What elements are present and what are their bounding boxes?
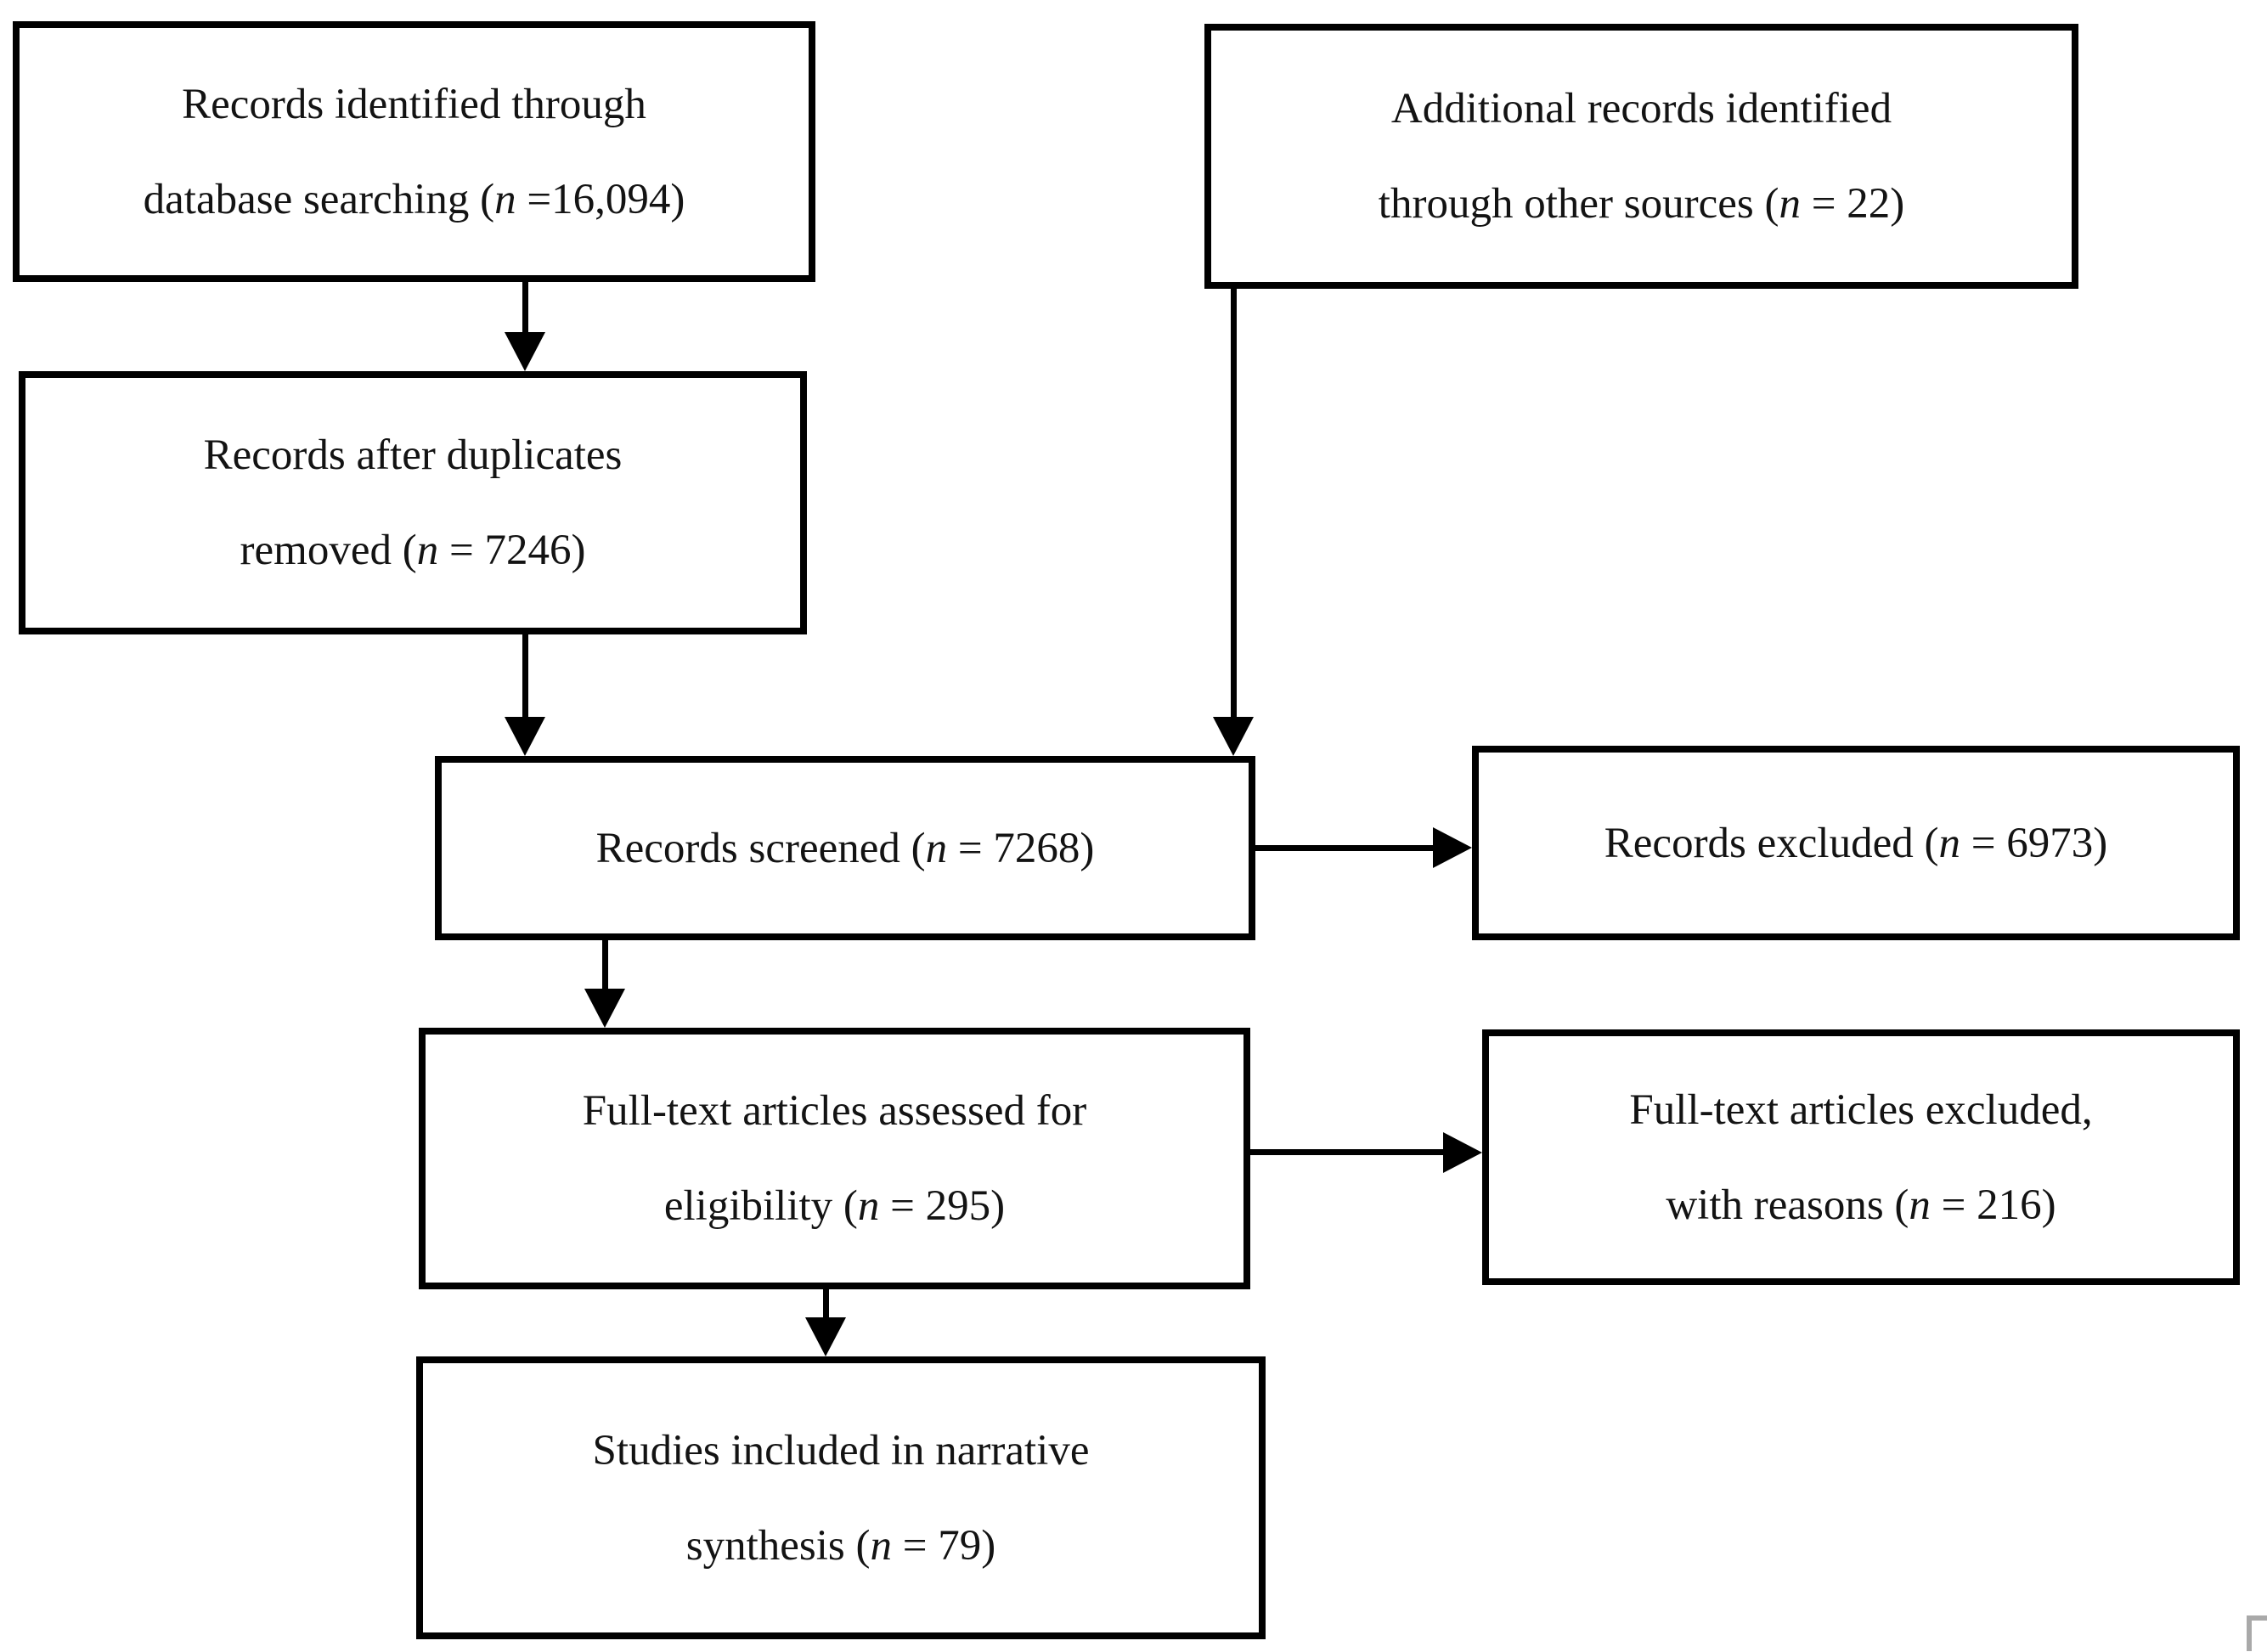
label-text-italic-n: n <box>1909 1181 1931 1229</box>
arrow-stem <box>1255 845 1435 851</box>
box-text-line: Full-text articles excluded, <box>1629 1063 2092 1158</box>
arrow-head <box>1213 717 1254 756</box>
label-text-italic-n: n <box>494 175 516 223</box>
flow-box-additional-records: Additional records identified through ot… <box>1204 24 2078 289</box>
label-text: = 216) <box>1930 1181 2056 1229</box>
crop-corner-mark <box>2247 1615 2267 1651</box>
box-text-line: through other sources (n = 22) <box>1379 156 1904 251</box>
label-text-italic-n: n <box>925 824 948 872</box>
label-text: synthesis ( <box>685 1521 871 1570</box>
box-text-line: eligibility (n = 295) <box>664 1159 1005 1254</box>
label-text: = 7246) <box>438 527 586 574</box>
label-text: = 7268) <box>947 824 1095 872</box>
box-text-line: Studies included in narrative <box>593 1403 1090 1498</box>
label-text: removed ( <box>240 527 417 574</box>
label-text-italic-n: n <box>1938 819 1960 867</box>
box-text-line: Full-text articles assessed for <box>583 1063 1086 1159</box>
arrow-head <box>1433 827 1472 868</box>
arrow-stem <box>823 1289 829 1322</box>
box-text-line: removed (n = 7246) <box>240 503 586 598</box>
label-text: through other sources ( <box>1378 180 1779 228</box>
arrow-stem <box>522 282 528 337</box>
box-text-line: synthesis (n = 79) <box>686 1498 996 1593</box>
label-text: with reasons ( <box>1666 1181 1909 1229</box>
label-text: Additional records identified <box>1390 85 1892 132</box>
flow-box-records-excluded: Records excluded (n = 6973) <box>1472 746 2240 940</box>
arrow-stem <box>1250 1149 1446 1155</box>
label-text-italic-n: n <box>857 1182 880 1230</box>
arrow-head <box>505 332 545 371</box>
label-text: eligibility ( <box>663 1182 858 1230</box>
label-text: = 79) <box>892 1521 996 1570</box>
flow-box-studies-included: Studies included in narrative synthesis … <box>416 1356 1266 1639</box>
arrow-head <box>1443 1132 1482 1173</box>
label-text: =16,094) <box>516 175 685 223</box>
box-text-line: with reasons (n = 216) <box>1666 1158 2056 1253</box>
label-text: Records screened ( <box>595 824 926 872</box>
flow-box-records-screened: Records screened (n = 7268) <box>435 756 1255 940</box>
label-text: Full-text articles assessed for <box>582 1087 1087 1135</box>
arrow-stem <box>522 634 528 721</box>
arrow-stem <box>602 940 608 993</box>
box-text-line: database searching (n =16,094) <box>144 152 685 247</box>
label-text: Records excluded ( <box>1604 819 1939 867</box>
box-text-line: Records screened (n = 7268) <box>596 801 1095 896</box>
flow-box-records-after-duplicates: Records after duplicates removed (n = 72… <box>19 371 807 634</box>
arrow-head <box>805 1317 846 1356</box>
label-text: Studies included in narrative <box>592 1426 1090 1474</box>
arrow-head <box>584 989 625 1028</box>
flow-box-fulltext-excluded: Full-text articles excluded, with reason… <box>1482 1029 2240 1285</box>
box-text-line: Records identified through <box>182 57 646 152</box>
label-text: Full-text articles excluded, <box>1629 1085 2093 1134</box>
arrow-head <box>505 717 545 756</box>
flow-box-fulltext-assessed: Full-text articles assessed for eligibil… <box>419 1028 1250 1289</box>
label-text-italic-n: n <box>1779 180 1801 228</box>
label-text: Records identified through <box>182 80 646 128</box>
label-text: = 6973) <box>1960 819 2108 867</box>
arrow-stem <box>1231 289 1237 719</box>
box-text-line: Records excluded (n = 6973) <box>1604 796 2107 891</box>
flow-box-records-identified: Records identified through database sear… <box>13 21 815 282</box>
label-text-italic-n: n <box>416 527 439 574</box>
label-text: database searching ( <box>143 175 495 223</box>
box-text-line: Records after duplicates <box>204 408 623 503</box>
label-text: = 295) <box>879 1182 1006 1230</box>
box-text-line: Additional records identified <box>1391 61 1892 156</box>
label-text-italic-n: n <box>870 1521 893 1570</box>
label-text: Records after duplicates <box>203 431 623 479</box>
label-text: = 22) <box>1800 180 1905 228</box>
